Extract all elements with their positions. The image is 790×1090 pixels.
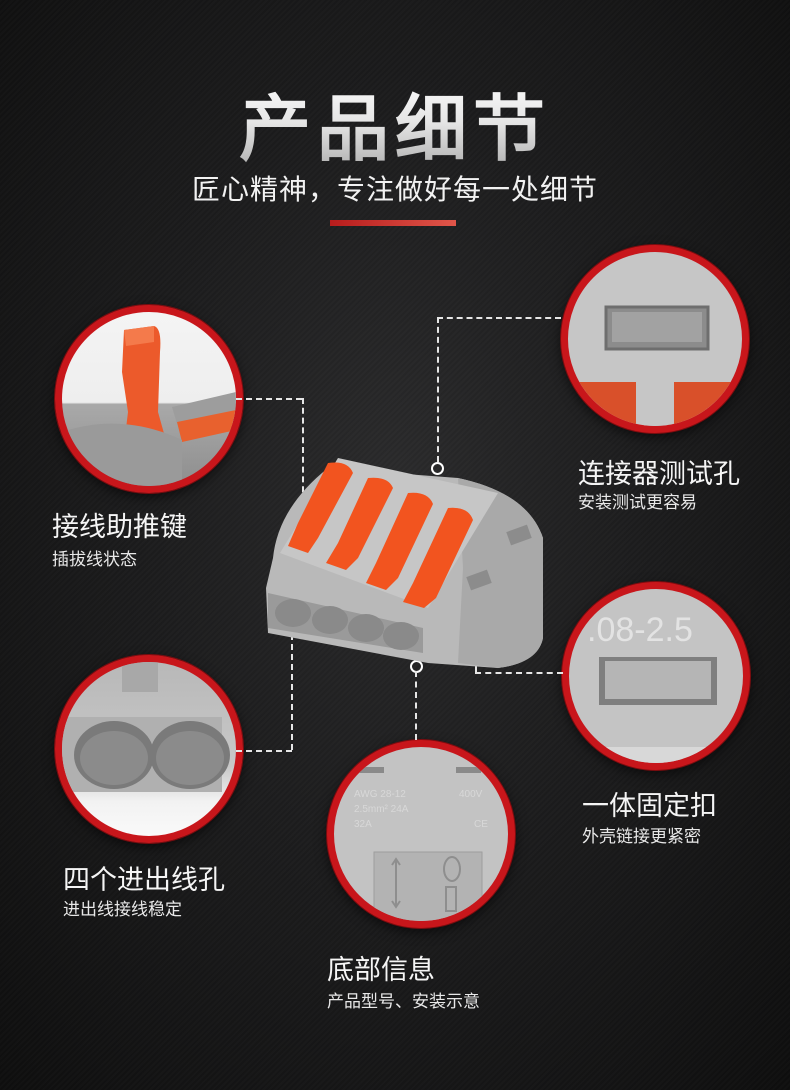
feature-subtitle: 安装测试更容易 [578, 493, 697, 513]
page-subtitle: 匠心精神，专注做好每一处细节 [191, 173, 598, 206]
leader-line [291, 614, 293, 750]
svg-text:400V: 400V [459, 789, 483, 800]
lever-closeup-image [55, 305, 243, 493]
feature-title: 连接器测试孔 [578, 459, 740, 490]
svg-text:2.5mm² 24A: 2.5mm² 24A [354, 804, 409, 815]
svg-text:CE: CE [474, 819, 488, 830]
leader-line [236, 398, 302, 400]
page-title: 产品细节 [0, 70, 790, 175]
feature-title: 接线助推键 [52, 512, 187, 543]
leader-line [236, 750, 292, 752]
svg-text:32A: 32A [354, 819, 372, 830]
feature-subtitle: 插拔线状态 [52, 550, 137, 570]
feature-title: 底部信息 [327, 955, 435, 986]
leader-line [437, 317, 439, 462]
leader-line [437, 317, 561, 319]
feature-subtitle: 产品型号、安装示意 [327, 992, 480, 1012]
title-underline [330, 220, 456, 226]
feature-title: 一体固定扣 [582, 791, 717, 822]
svg-text:AWG 28-12: AWG 28-12 [354, 789, 406, 800]
feature-title: 四个进出线孔 [63, 865, 225, 896]
wire-holes-closeup-image [55, 655, 243, 843]
feature-subtitle: 进出线接线稳定 [63, 900, 182, 920]
connector-product-image [258, 448, 548, 678]
callout-dot [431, 462, 444, 475]
feature-subtitle: 外壳链接更紧密 [582, 827, 701, 847]
bottom-label-closeup-image: AWG 28-12 400V 2.5mm² 24A 32A CE [327, 740, 515, 928]
fixing-clip-closeup-image: .08-2.5 [562, 582, 750, 770]
leader-line [475, 672, 563, 674]
leader-line [302, 398, 304, 502]
test-hole-closeup-image [561, 245, 749, 433]
leader-line [415, 671, 417, 740]
size-marking-text: .08-2.5 [587, 611, 693, 649]
